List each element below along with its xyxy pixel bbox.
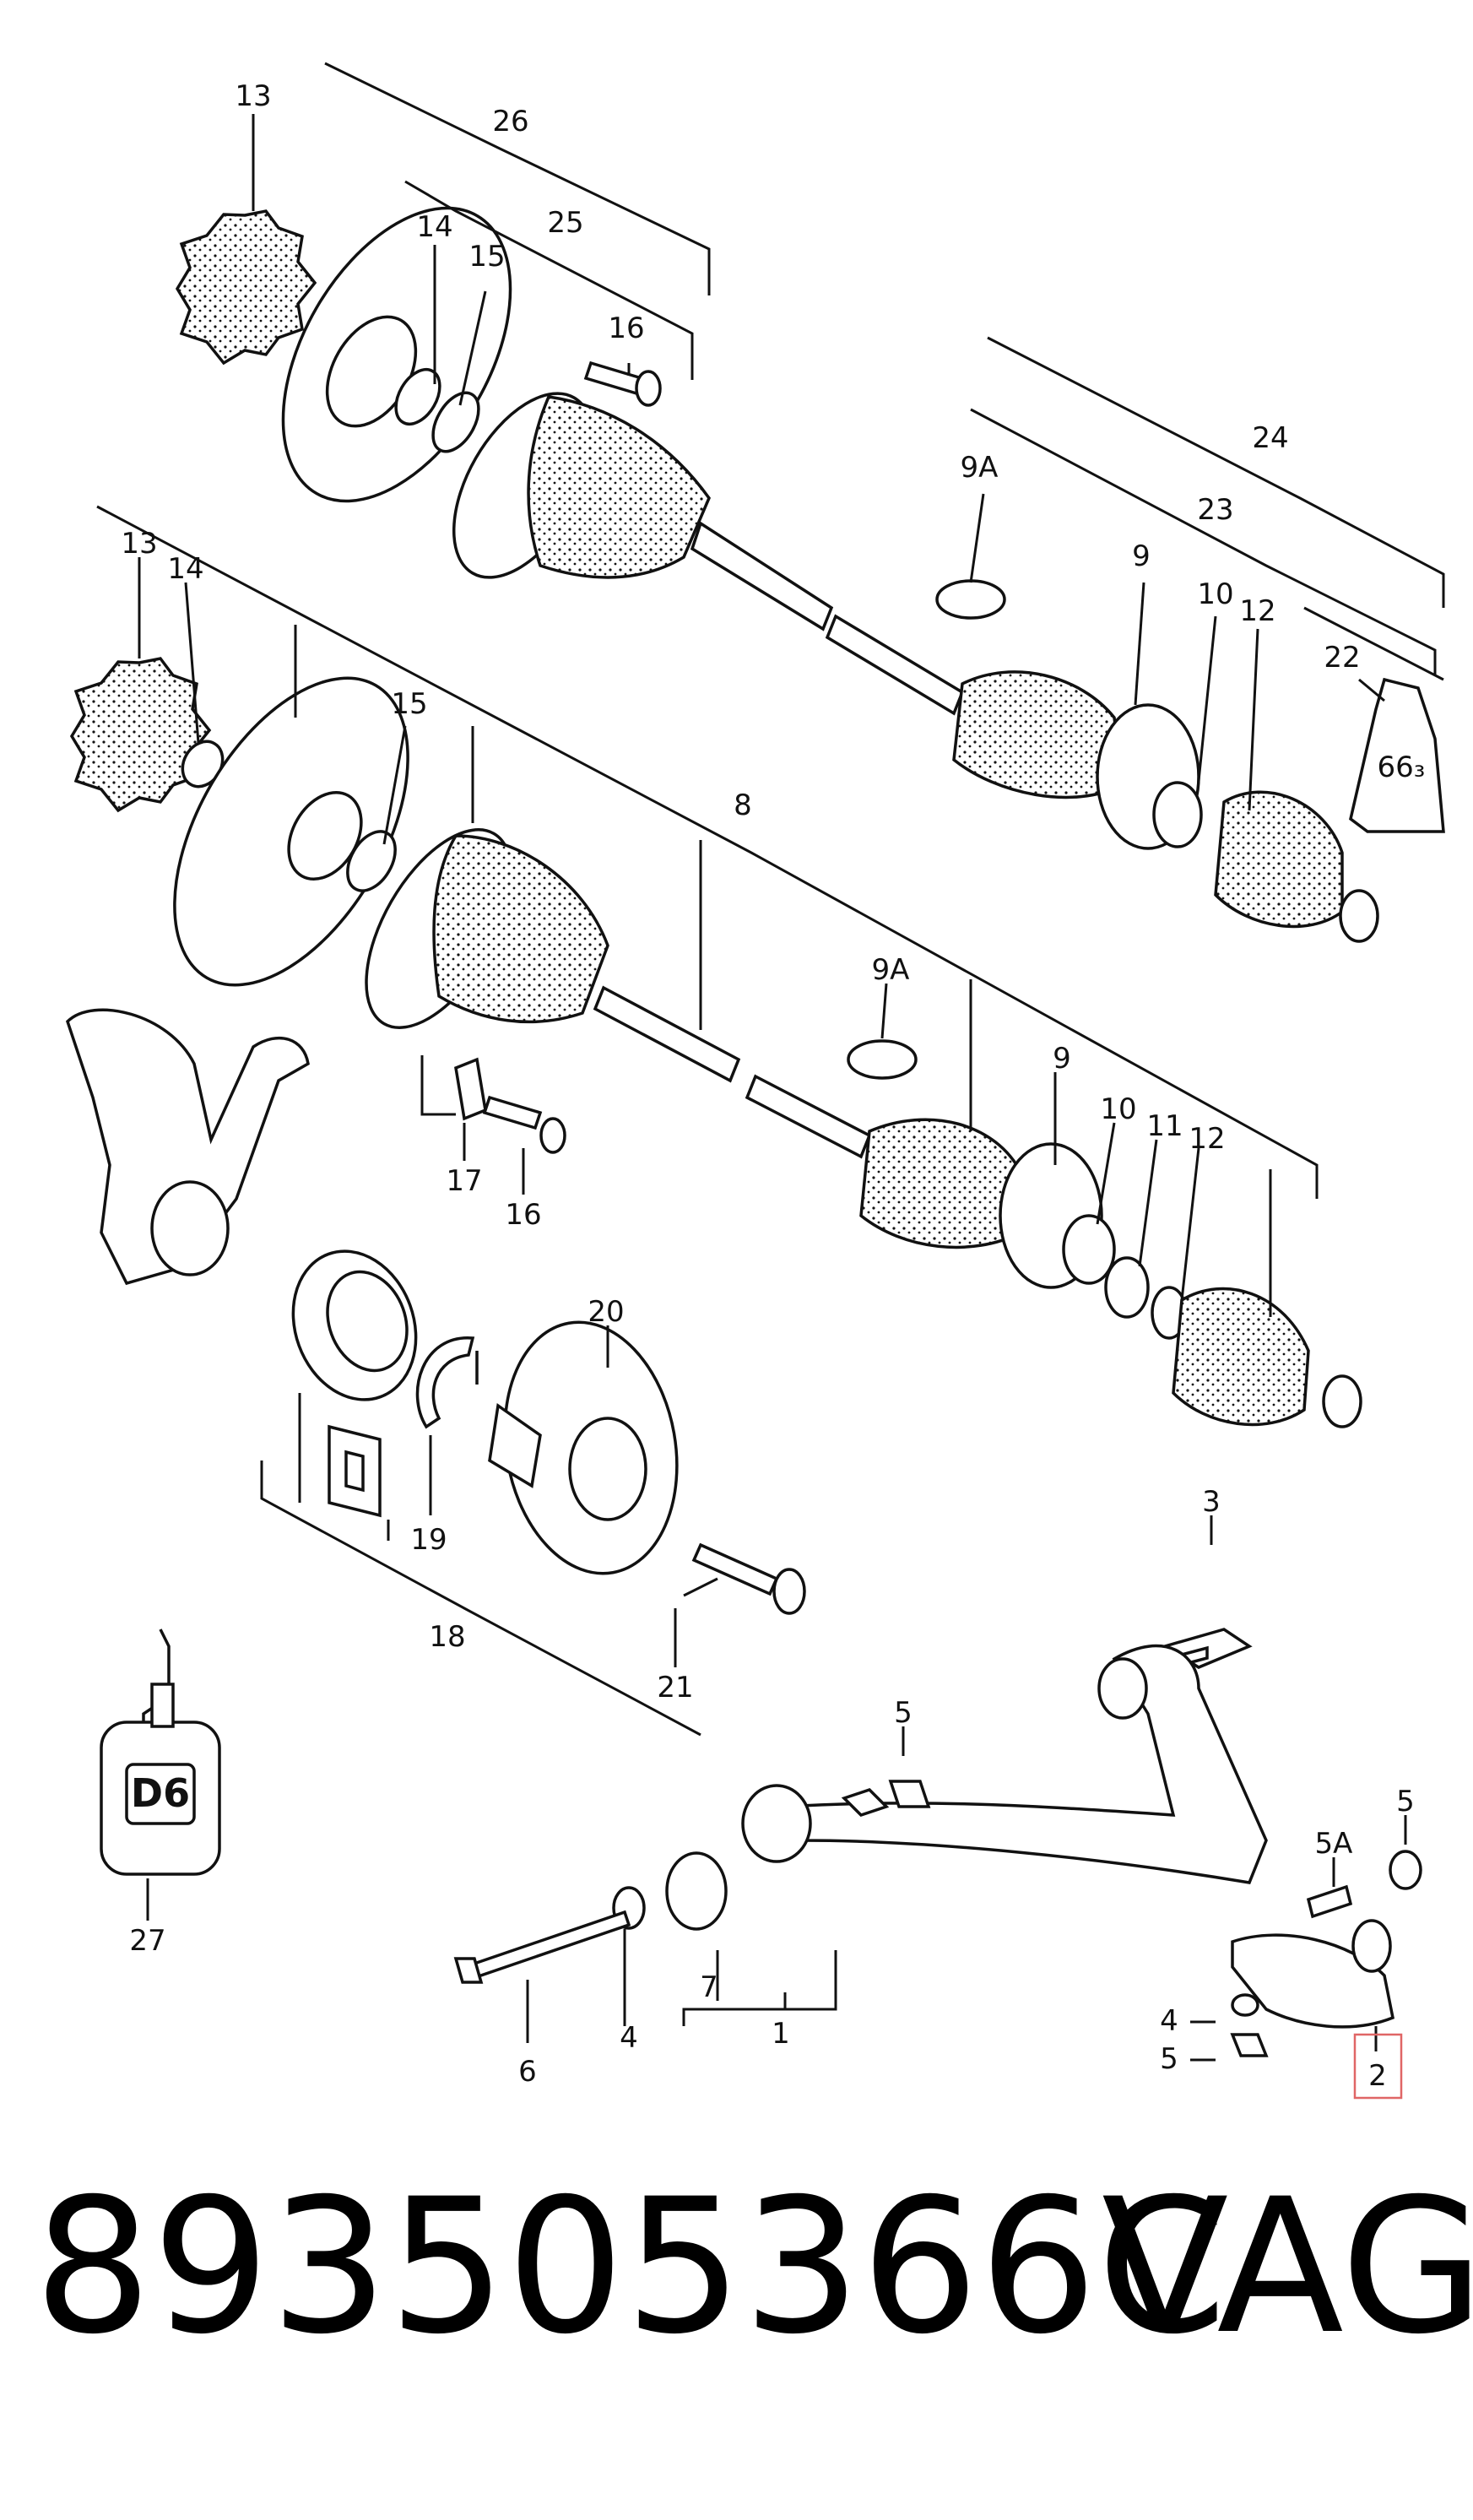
callout-10-top: 10 <box>1197 577 1233 611</box>
callout-6: 6 <box>518 2055 537 2089</box>
callout-5a: 5A <box>1315 1827 1353 1861</box>
brand-label: VAG <box>1102 2159 1473 2375</box>
callout-5-right: 5 <box>1396 1785 1415 1818</box>
callout-26: 26 <box>492 105 528 138</box>
gasket-top-icon <box>175 209 317 366</box>
callout-13-top: 13 <box>235 79 271 113</box>
callout-11: 11 <box>1146 1109 1183 1143</box>
callout-15-top: 15 <box>468 240 505 274</box>
callout-16-top: 16 <box>608 312 644 345</box>
callout-24: 24 <box>1252 421 1288 455</box>
hub-callout-lines <box>260 1325 718 1737</box>
callout-22: 22 <box>1324 641 1360 675</box>
highlight-box <box>1353 2033 1403 2100</box>
callout-13-mid: 13 <box>121 527 157 561</box>
callout-12-mid: 12 <box>1189 1122 1225 1156</box>
grease-tube-label: 66₃ <box>1378 751 1426 784</box>
callout-21: 21 <box>657 1671 693 1704</box>
top-callout-lines <box>252 62 1445 811</box>
arm-callout-lines <box>526 1515 1407 2062</box>
callout-9-top: 9 <box>1132 539 1151 573</box>
callout-8: 8 <box>734 789 752 822</box>
callout-9-mid: 9 <box>1053 1042 1071 1076</box>
control-arm-assembly <box>453 1628 1422 2057</box>
middle-callout-lines <box>96 505 1319 1317</box>
callout-25: 25 <box>547 206 583 240</box>
callout-5-upper: 5 <box>894 1696 913 1730</box>
callout-14-mid: 14 <box>167 552 203 586</box>
gasket-middle-icon <box>69 657 212 813</box>
callout-7: 7 <box>700 1970 718 2004</box>
callout-4-right: 4 <box>1160 2004 1178 2038</box>
callout-18: 18 <box>429 1620 465 1654</box>
callout-27: 27 <box>129 1924 165 1958</box>
callout-12-top: 12 <box>1239 594 1275 628</box>
bottle-label: D6 <box>131 1770 190 1816</box>
hub-assembly <box>65 1008 806 1615</box>
callout-9a-top: 9A <box>961 451 999 485</box>
sealant-bottle: D6 <box>100 1629 221 1921</box>
callout-3: 3 <box>1202 1485 1221 1519</box>
callout-15-mid: 15 <box>391 687 427 721</box>
callout-2: 2 <box>1368 2059 1387 2093</box>
part-number: 893505366C <box>34 2159 1227 2375</box>
callout-17: 17 <box>446 1164 482 1198</box>
callout-23: 23 <box>1197 493 1233 527</box>
callout-9a-mid: 9A <box>872 953 910 987</box>
callout-19: 19 <box>410 1523 447 1557</box>
callout-4-left: 4 <box>620 2021 638 2055</box>
callout-20: 20 <box>588 1295 624 1329</box>
callout-labels: 13 26 14 15 25 16 24 9A 23 9 10 12 22 13… <box>121 79 1414 2093</box>
callout-5-lower: 5 <box>1160 2042 1178 2076</box>
top-drive-shaft-assembly: 66₃ <box>175 206 1445 943</box>
callout-1: 1 <box>772 2017 790 2051</box>
callout-10-mid: 10 <box>1100 1092 1136 1126</box>
callout-16-mid: 16 <box>505 1198 541 1232</box>
middle-drive-shaft-assembly <box>69 657 1362 1428</box>
callout-14-top: 14 <box>416 210 452 244</box>
steering-knuckle-icon <box>65 1008 310 1286</box>
